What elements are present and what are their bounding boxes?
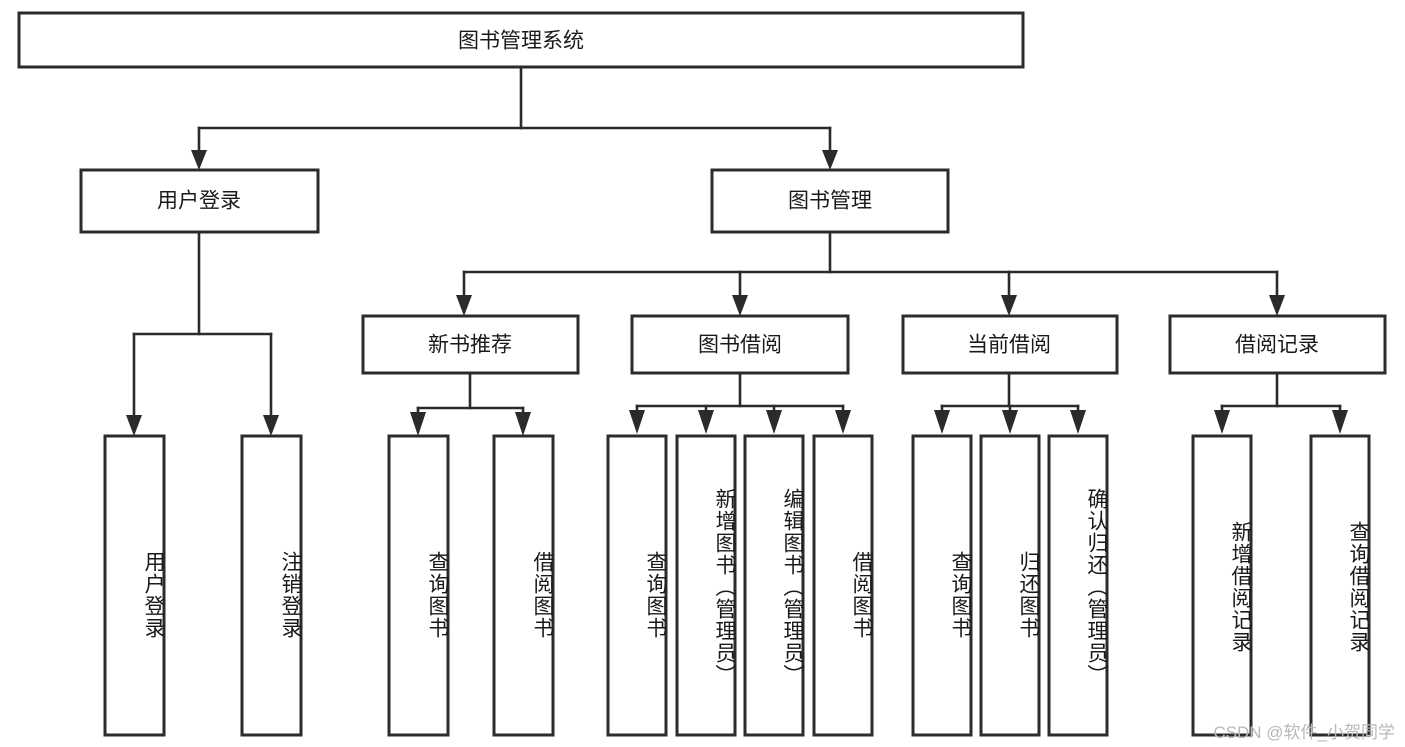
arrow-head-newbook-leaf-1 bbox=[410, 412, 426, 436]
leaf-current-borrow-1-box[interactable] bbox=[911, 434, 973, 737]
leaf-borrow-record-2-box[interactable] bbox=[1309, 434, 1371, 737]
leaf-user-login-2-box[interactable] bbox=[240, 434, 303, 737]
connector-group bbox=[126, 65, 1348, 436]
node-book-management-label: 图书管理 bbox=[788, 190, 872, 213]
arrow-head-borrow-record bbox=[1269, 295, 1285, 316]
leaf-book-borrow-2-box[interactable] bbox=[675, 434, 737, 737]
horizontal-label-group: 图书管理系统 用户登录 图书管理 新书推荐 图书借阅 当前借阅 借阅记录 bbox=[157, 30, 1319, 357]
node-borrow-record-box[interactable] bbox=[1168, 314, 1387, 375]
leaf-new-book-1-box[interactable] bbox=[387, 434, 450, 737]
leaf-book-borrow-1-box[interactable] bbox=[606, 434, 668, 737]
node-new-book-recommend-box[interactable] bbox=[361, 314, 580, 375]
node-book-borrow-box[interactable] bbox=[630, 314, 850, 375]
node-book-borrow-label: 图书借阅 bbox=[698, 334, 782, 357]
arrow-head-borrowrecord-leaf-1 bbox=[1214, 410, 1230, 434]
node-user-login-label: 用户登录 bbox=[157, 190, 241, 213]
arrow-head-currentborrow-leaf-3 bbox=[1070, 410, 1086, 434]
leaf-current-borrow-3-box[interactable] bbox=[1047, 434, 1109, 737]
arrow-head-new-book bbox=[456, 295, 472, 316]
leaf-borrow-record-1-box[interactable] bbox=[1191, 434, 1253, 737]
arrow-head-book-borrow bbox=[732, 295, 748, 316]
arrow-head-bookborrow-leaf-3 bbox=[766, 410, 782, 434]
node-book-management-box[interactable] bbox=[710, 168, 950, 234]
arrow-head-borrowrecord-leaf-2 bbox=[1332, 410, 1348, 434]
node-current-borrow-box[interactable] bbox=[901, 314, 1119, 375]
node-box-group bbox=[17, 11, 1387, 737]
node-new-book-recommend-label: 新书推荐 bbox=[428, 334, 512, 357]
arrow-head-bookborrow-leaf-4 bbox=[835, 410, 851, 434]
arrow-head-bookborrow-leaf-1 bbox=[629, 410, 645, 434]
node-root-label: 图书管理系统 bbox=[458, 30, 584, 53]
leaf-book-borrow-3-box[interactable] bbox=[743, 434, 805, 737]
leaf-current-borrow-2-box[interactable] bbox=[979, 434, 1041, 737]
node-borrow-record-label: 借阅记录 bbox=[1235, 334, 1319, 357]
node-root-box[interactable] bbox=[17, 11, 1025, 69]
leaf-book-borrow-4-box[interactable] bbox=[812, 434, 874, 737]
arrow-head-currentborrow-leaf-2 bbox=[1002, 410, 1018, 434]
leaf-user-login-1-box[interactable] bbox=[103, 434, 166, 737]
arrow-head-current-borrow bbox=[1001, 295, 1017, 316]
arrow-head-to-book-management bbox=[822, 150, 838, 170]
arrow-head-newbook-leaf-2 bbox=[515, 412, 531, 436]
arrow-head-bookborrow-leaf-2 bbox=[698, 410, 714, 434]
leaf-new-book-2-box[interactable] bbox=[492, 434, 555, 737]
arrow-head-to-user-login bbox=[191, 150, 207, 170]
arrow-head-user-leaf-2 bbox=[263, 415, 279, 436]
arrow-head-currentborrow-leaf-1 bbox=[934, 410, 950, 434]
node-current-borrow-label: 当前借阅 bbox=[967, 334, 1051, 357]
node-user-login-box[interactable] bbox=[79, 168, 320, 234]
arrow-head-user-leaf-1 bbox=[126, 415, 142, 436]
